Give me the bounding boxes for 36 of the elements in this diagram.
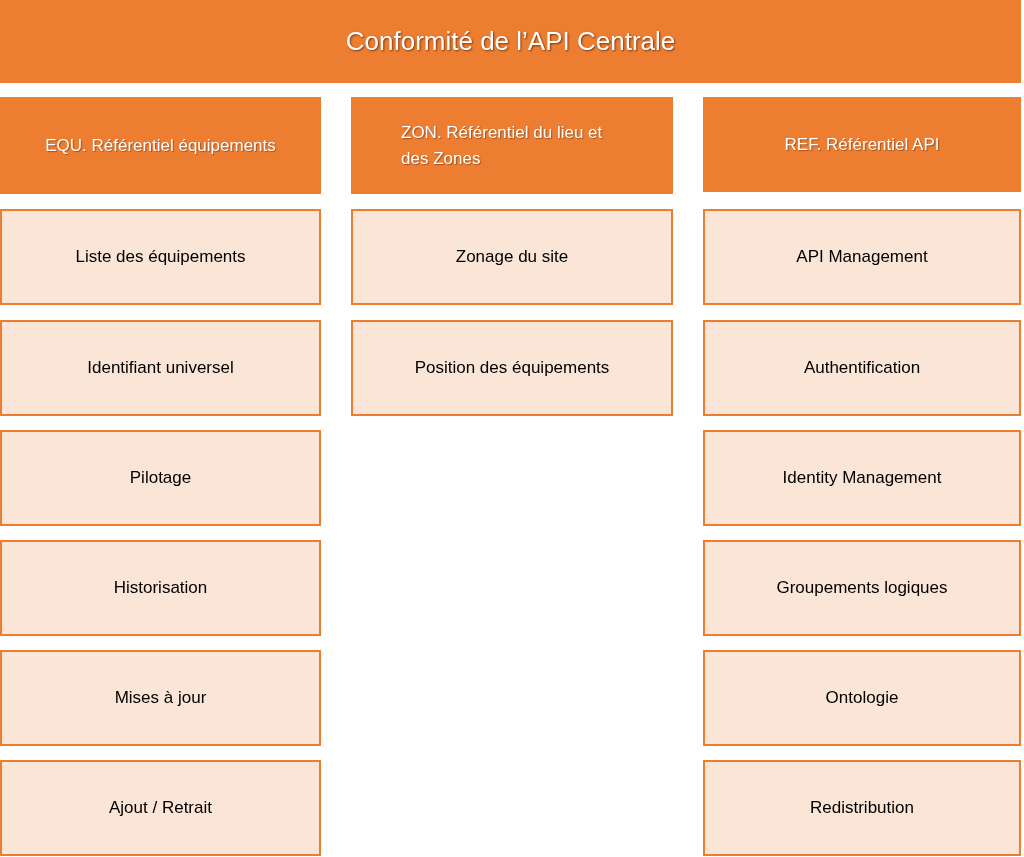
- topic-box: [703, 760, 1021, 856]
- topic-box: [0, 760, 321, 856]
- topic-box: [703, 209, 1021, 305]
- topic-box: [0, 209, 321, 305]
- topic-box: [351, 320, 673, 416]
- topic-text: Authentification: [803, 358, 921, 378]
- topic-box: [703, 650, 1021, 746]
- section-header: [703, 97, 1021, 192]
- topic-box: [0, 430, 321, 526]
- topic-text: Ontologie: [825, 688, 899, 708]
- topic-box: [351, 209, 673, 305]
- title-banner: [0, 0, 1021, 83]
- topic-box: [703, 320, 1021, 416]
- topic-text: Historisation: [113, 578, 208, 598]
- topic-box: [703, 430, 1021, 526]
- topic-text: Liste des équipements: [75, 247, 246, 267]
- topic-box: [703, 540, 1021, 636]
- topic-box: [0, 320, 321, 416]
- topic-text: Position des équipements: [414, 358, 610, 378]
- topic-text: Redistribution: [810, 798, 914, 818]
- topic-box: [0, 650, 321, 746]
- topic-text: Ajout / Retrait: [109, 798, 212, 818]
- header-text: ZON. Référentiel du lieu et des Zones: [401, 122, 604, 170]
- topic-box: [0, 540, 321, 636]
- topic-text: Pilotage: [129, 468, 192, 488]
- topic-text: API Management: [796, 247, 928, 267]
- topic-text: Groupements logiques: [776, 578, 948, 598]
- title-text: Conformité de l’API Centrale: [345, 26, 676, 57]
- topic-text: Zonage du site: [455, 247, 569, 267]
- section-header: [0, 97, 321, 194]
- topic-text: Identifiant universel: [87, 358, 234, 378]
- header-text: EQU. Référentiel équipements: [45, 135, 276, 156]
- header-text: REF. Référentiel API: [784, 134, 940, 155]
- topic-text: Mises à jour: [114, 688, 207, 708]
- section-header: [351, 97, 673, 194]
- topic-text: Identity Management: [782, 468, 942, 488]
